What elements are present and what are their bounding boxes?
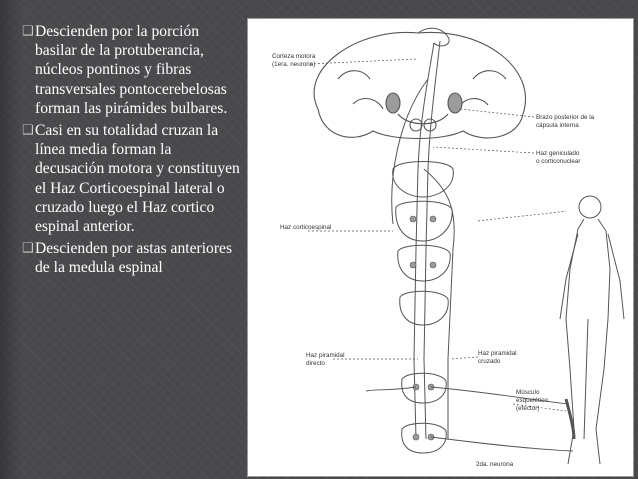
bullet-text-2: Casi en su totalidad cruzan la línea med…: [35, 122, 240, 236]
label-capsule-2: cápsula interna: [536, 122, 579, 129]
brain-coronal-section: [313, 31, 526, 140]
gray-matter-spots: [409, 215, 437, 441]
label-muscle-3: (efector): [516, 405, 539, 412]
bullet-square-icon: ❑: [22, 24, 34, 39]
label-cortex-1: Corteza motora: [272, 53, 316, 60]
label-geniculate-1: Haz geniculado: [536, 150, 580, 157]
motor-cortex-neuron: [417, 27, 450, 47]
corticospinal-pathway-figure: Corteza motora (1era. neurona) Brazo pos…: [247, 18, 634, 477]
label-capsule-1: Brazo posterior de la: [536, 114, 595, 121]
label-corticospinal: Haz corticoespinal: [280, 224, 331, 231]
slide-text-column: ❑ Descienden por la porción basilar de l…: [22, 22, 242, 281]
bullet-text-1: Descienden por la porción basilar de la …: [35, 23, 228, 117]
label-direct-1: Haz piramidal: [306, 352, 345, 359]
label-muscle-1: Músculo: [516, 389, 540, 396]
bullet-item-3: ❑ Descienden por astas anteriores de la …: [22, 239, 242, 277]
label-muscle-2: esquelético: [516, 397, 548, 404]
motor-nerves: [365, 386, 574, 452]
bullet-text-3: Descienden por astas anteriores de la me…: [35, 240, 233, 277]
brainstem-sections: [392, 161, 454, 454]
slide-left-edge: [0, 0, 22, 479]
label-cortex-2: (1era. neurona): [272, 61, 315, 68]
label-crossed-1: Haz piramidal: [478, 350, 517, 357]
label-second-neuron: 2da. neurona: [476, 461, 514, 468]
pathway-illustration: Corteza motora (1era. neurona) Brazo pos…: [272, 27, 625, 468]
pointer-lines: [308, 58, 567, 412]
bullet-item-2: ❑ Casi en su totalidad cruzan la línea m…: [22, 121, 242, 236]
human-figure-illustration: [559, 195, 625, 465]
label-geniculate-2: o corticonuclear: [536, 158, 580, 165]
label-crossed-2: cruzado: [478, 358, 501, 365]
label-direct-2: directo: [306, 360, 325, 367]
bullet-square-icon: ❑: [22, 123, 34, 139]
bullet-item-1: ❑ Descienden por la porción basilar de l…: [22, 22, 242, 118]
bullet-square-icon: ❑: [22, 241, 34, 257]
